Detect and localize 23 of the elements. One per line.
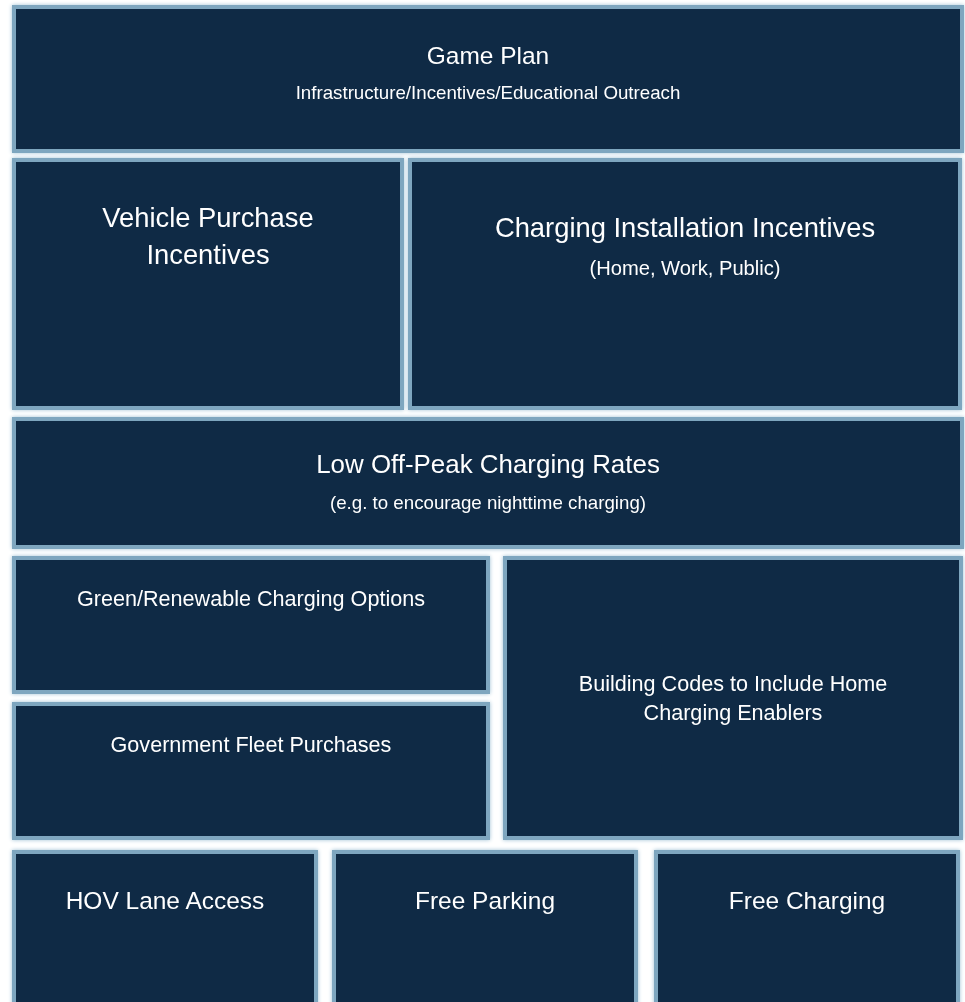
block-box	[12, 702, 490, 840]
block-heading: Government Fleet Purchases	[110, 731, 392, 759]
block-box	[332, 850, 638, 1002]
block-box	[12, 556, 490, 694]
block-box	[503, 556, 963, 840]
block-heading: Free Parking	[414, 886, 556, 916]
block-heading: Free Charging	[728, 886, 886, 916]
block-subheading: (e.g. to encourage nighttime charging)	[329, 491, 647, 515]
block-box	[12, 850, 318, 1002]
block-heading: Green/Renewable Charging Options	[76, 585, 426, 613]
block-heading: Charging Installation Incentives	[494, 211, 876, 245]
block-box	[408, 158, 962, 410]
block-box	[654, 850, 960, 1002]
block-heading: Vehicle Purchase Incentives	[101, 201, 315, 272]
block-box	[12, 5, 964, 153]
block-subheading: (Home, Work, Public)	[589, 255, 781, 281]
block-heading: HOV Lane Access	[65, 886, 265, 916]
block-heading: Low Off-Peak Charging Rates	[316, 449, 660, 480]
block-box	[12, 417, 964, 549]
block-box	[12, 158, 404, 410]
block-heading: Building Codes to Include Home Charging Enablers	[577, 669, 889, 727]
block-heading: Game Plan	[426, 41, 550, 71]
block-subheading: Infrastructure/Incentives/Educational Outreach	[295, 81, 681, 106]
